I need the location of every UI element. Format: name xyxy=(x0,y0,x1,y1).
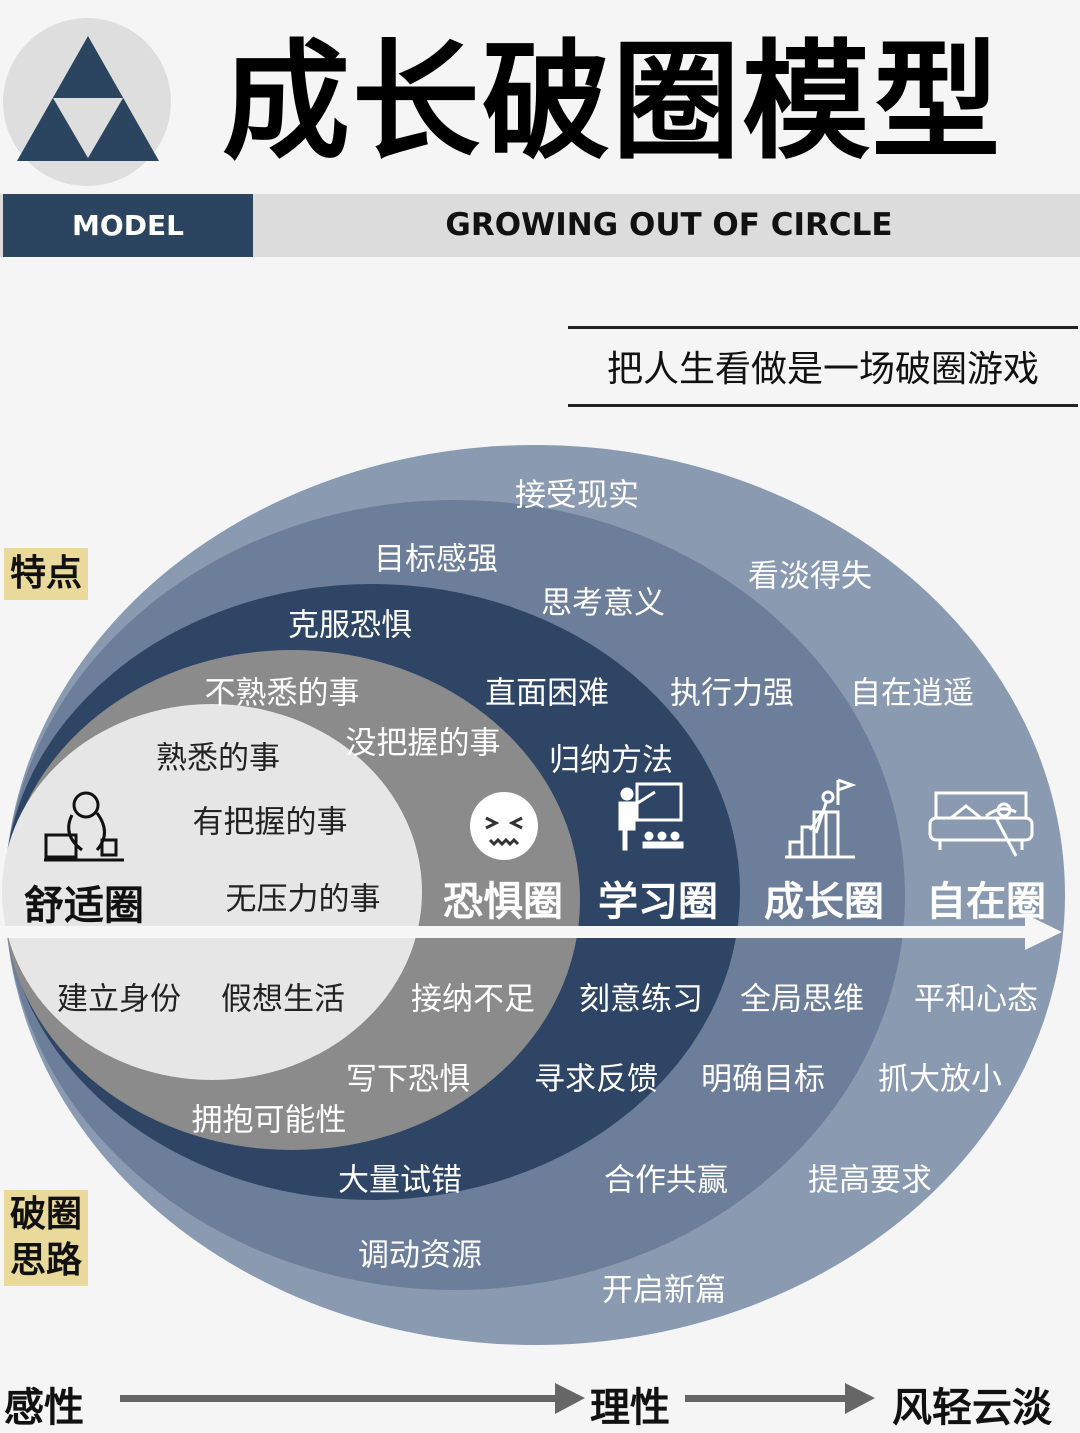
ring-label-free: 自在圈 xyxy=(926,879,1046,925)
approach: 开启新篇 xyxy=(602,1272,726,1309)
feature: 目标感强 xyxy=(374,541,498,578)
approach-tag-line1: 破圈 xyxy=(10,1194,83,1235)
approach: 提高要求 xyxy=(808,1162,932,1199)
feature: 自在逍遥 xyxy=(850,675,974,712)
slogan: 把人生看做是一场破圈游戏 xyxy=(606,349,1039,390)
ring-label-learning: 学习圈 xyxy=(598,879,718,925)
approach: 平和心态 xyxy=(914,981,1038,1018)
approach-tag-line2: 思路 xyxy=(10,1240,83,1281)
feature: 归纳方法 xyxy=(549,742,673,779)
ring-label-growth: 成长圈 xyxy=(764,879,884,925)
feature: 执行力强 xyxy=(670,675,794,712)
feature: 克服恐惧 xyxy=(288,607,412,644)
subtitle: GROWING OUT OF CIRCLE xyxy=(445,207,893,243)
feature: 直面困难 xyxy=(485,675,609,712)
ring-label-comfort: 舒适圈 xyxy=(24,883,144,929)
footer-end: 风轻云淡 xyxy=(892,1385,1052,1431)
footer-arrow-1 xyxy=(120,1383,585,1414)
slogan-bottom-line xyxy=(568,404,1078,407)
features-tag: 特点 xyxy=(4,548,89,600)
logo xyxy=(3,18,171,186)
model-label: MODEL xyxy=(3,194,253,257)
approach: 合作共赢 xyxy=(604,1162,728,1199)
feature: 无压力的事 xyxy=(225,881,381,918)
scared-face-icon xyxy=(470,792,538,860)
relax-bed-icon xyxy=(928,791,1034,857)
page-title: 成长破圈模型 xyxy=(222,28,1003,177)
feature: 看淡得失 xyxy=(748,558,872,595)
person-laptop-icon xyxy=(44,791,124,862)
approach: 建立身份 xyxy=(57,981,181,1018)
climb-flag-icon xyxy=(785,778,857,859)
approach: 明确目标 xyxy=(701,1061,825,1098)
approach: 抓大放小 xyxy=(878,1061,1002,1098)
approach: 全局思维 xyxy=(740,981,864,1018)
teacher-icon xyxy=(618,782,684,851)
feature: 接受现实 xyxy=(515,477,639,514)
progress-arrow xyxy=(0,914,1062,950)
ring-comfort xyxy=(2,704,422,1080)
approach: 刻意练习 xyxy=(579,981,703,1018)
approach: 调动资源 xyxy=(358,1237,482,1274)
approach: 寻求反馈 xyxy=(534,1061,658,1098)
slogan-top-line xyxy=(568,326,1078,329)
approach: 写下恐惧 xyxy=(346,1061,470,1098)
feature: 有把握的事 xyxy=(192,804,348,841)
footer-middle: 理性 xyxy=(590,1385,670,1431)
footer-arrow-2 xyxy=(685,1383,875,1414)
approach: 接纳不足 xyxy=(411,981,535,1018)
feature: 没把握的事 xyxy=(345,725,501,762)
feature: 思考意义 xyxy=(541,585,665,622)
approach: 假想生活 xyxy=(221,981,345,1018)
ring-label-fear: 恐惧圈 xyxy=(443,879,563,925)
feature: 不熟悉的事 xyxy=(204,675,360,712)
approach: 大量试错 xyxy=(338,1162,462,1199)
feature: 熟悉的事 xyxy=(156,740,280,777)
approach: 拥抱可能性 xyxy=(191,1102,347,1139)
approach-tag: 破圈 思路 xyxy=(4,1190,89,1286)
footer-start: 感性 xyxy=(4,1385,84,1431)
triangle-logo-icon xyxy=(17,36,159,161)
